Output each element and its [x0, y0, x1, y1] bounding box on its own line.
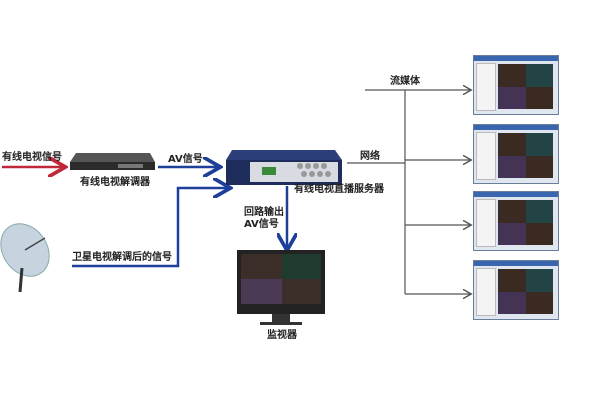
- monitor-label: 监视器: [267, 330, 297, 341]
- demodulator-label: 有线电视解调器: [80, 177, 150, 188]
- network-label: 网络: [360, 151, 380, 162]
- server-device: [226, 150, 342, 185]
- monitor-device: [237, 250, 325, 325]
- client-screen: [473, 124, 559, 184]
- demodulator-device: [70, 153, 155, 170]
- loop-output-label: 回路输出: [244, 207, 284, 218]
- satellite-signal-arrow: [72, 188, 228, 268]
- streaming-label: 流媒体: [390, 76, 420, 87]
- loop-output-label-2: AV信号: [244, 219, 279, 230]
- satellite-dish-icon: [0, 223, 50, 293]
- av-signal-label: AV信号: [168, 154, 203, 165]
- client-screen: [473, 191, 559, 251]
- client-screen: [473, 55, 559, 115]
- cable-signal-label: 有线电视信号: [2, 152, 62, 163]
- satellite-signal-label: 卫星电视解调后的信号: [72, 252, 172, 263]
- server-label: 有线电视直播服务器: [294, 184, 384, 195]
- client-screen: [473, 260, 559, 320]
